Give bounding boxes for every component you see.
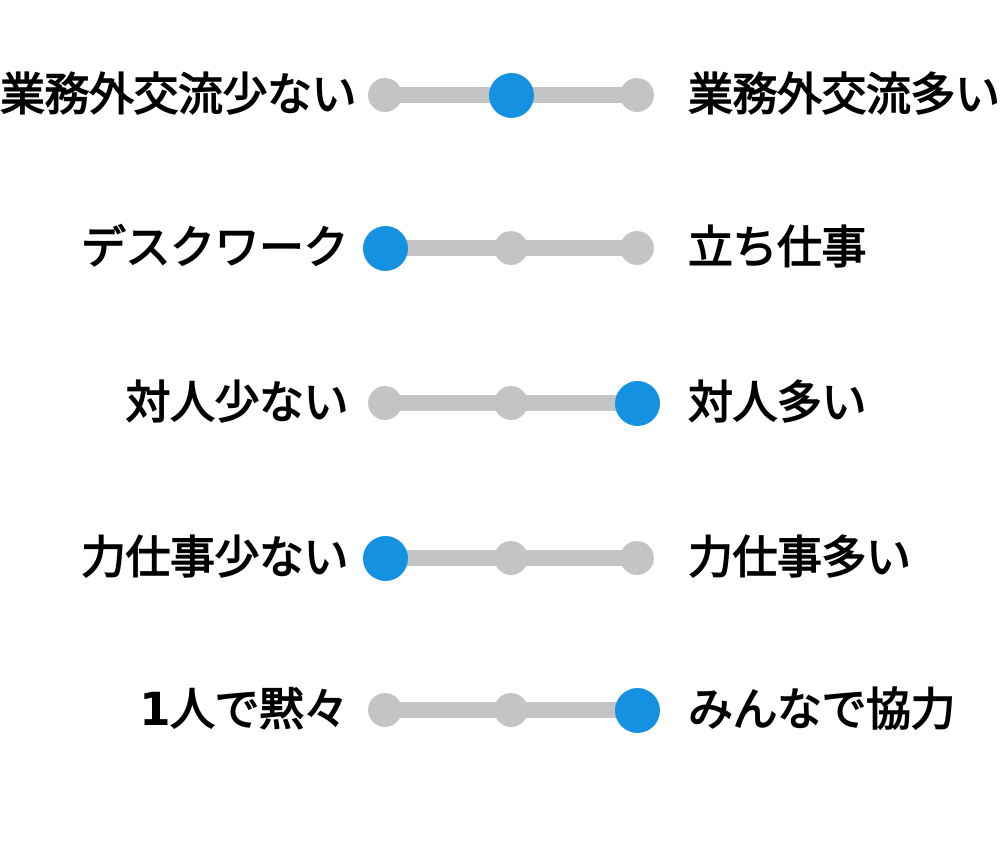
slider-left-label: 対人少ない <box>125 376 348 429</box>
slider-scale[interactable] <box>360 216 662 280</box>
slider-dot-middle[interactable] <box>494 541 528 575</box>
slider-dot-middle[interactable] <box>488 72 534 118</box>
slider-left-label: 業務外交流少ない <box>0 68 357 121</box>
slider-dot-left[interactable] <box>368 78 402 112</box>
slider-dot-middle[interactable] <box>494 693 528 727</box>
slider-dot-left[interactable] <box>362 225 408 271</box>
slider-row: 業務外交流少ない 業務外交流多い <box>0 63 1000 127</box>
slider-right-label: 対人多い <box>688 376 867 429</box>
slider-scale[interactable] <box>360 371 662 435</box>
slider-scale[interactable] <box>360 526 662 590</box>
slider-scale[interactable] <box>360 63 662 127</box>
slider-dot-left[interactable] <box>368 693 402 727</box>
slider-dot-right[interactable] <box>614 687 660 733</box>
slider-dot-right[interactable] <box>620 78 654 112</box>
slider-right-label: みんなで協力 <box>688 683 956 736</box>
slider-dot-middle[interactable] <box>494 231 528 265</box>
slider-dot-right[interactable] <box>620 231 654 265</box>
slider-dot-middle[interactable] <box>494 386 528 420</box>
slider-row: 1人で黙々 みんなで協力 <box>0 678 1000 742</box>
slider-dot-right[interactable] <box>620 541 654 575</box>
slider-dot-left[interactable] <box>368 386 402 420</box>
slider-left-label: デスクワーク <box>80 221 349 274</box>
slider-dot-left[interactable] <box>362 535 408 581</box>
slider-scale[interactable] <box>360 678 662 742</box>
slider-row: 対人少ない 対人多い <box>0 371 1000 435</box>
slider-right-label: 力仕事多い <box>688 531 911 584</box>
slider-right-label: 業務外交流多い <box>688 68 1000 121</box>
slider-right-label: 立ち仕事 <box>688 221 867 274</box>
slider-left-label: 1人で黙々 <box>139 683 348 736</box>
slider-row: デスクワーク 立ち仕事 <box>0 216 1000 280</box>
slider-row: 力仕事少ない 力仕事多い <box>0 526 1000 590</box>
slider-left-label: 力仕事少ない <box>80 531 349 584</box>
slider-dot-right[interactable] <box>614 380 660 426</box>
